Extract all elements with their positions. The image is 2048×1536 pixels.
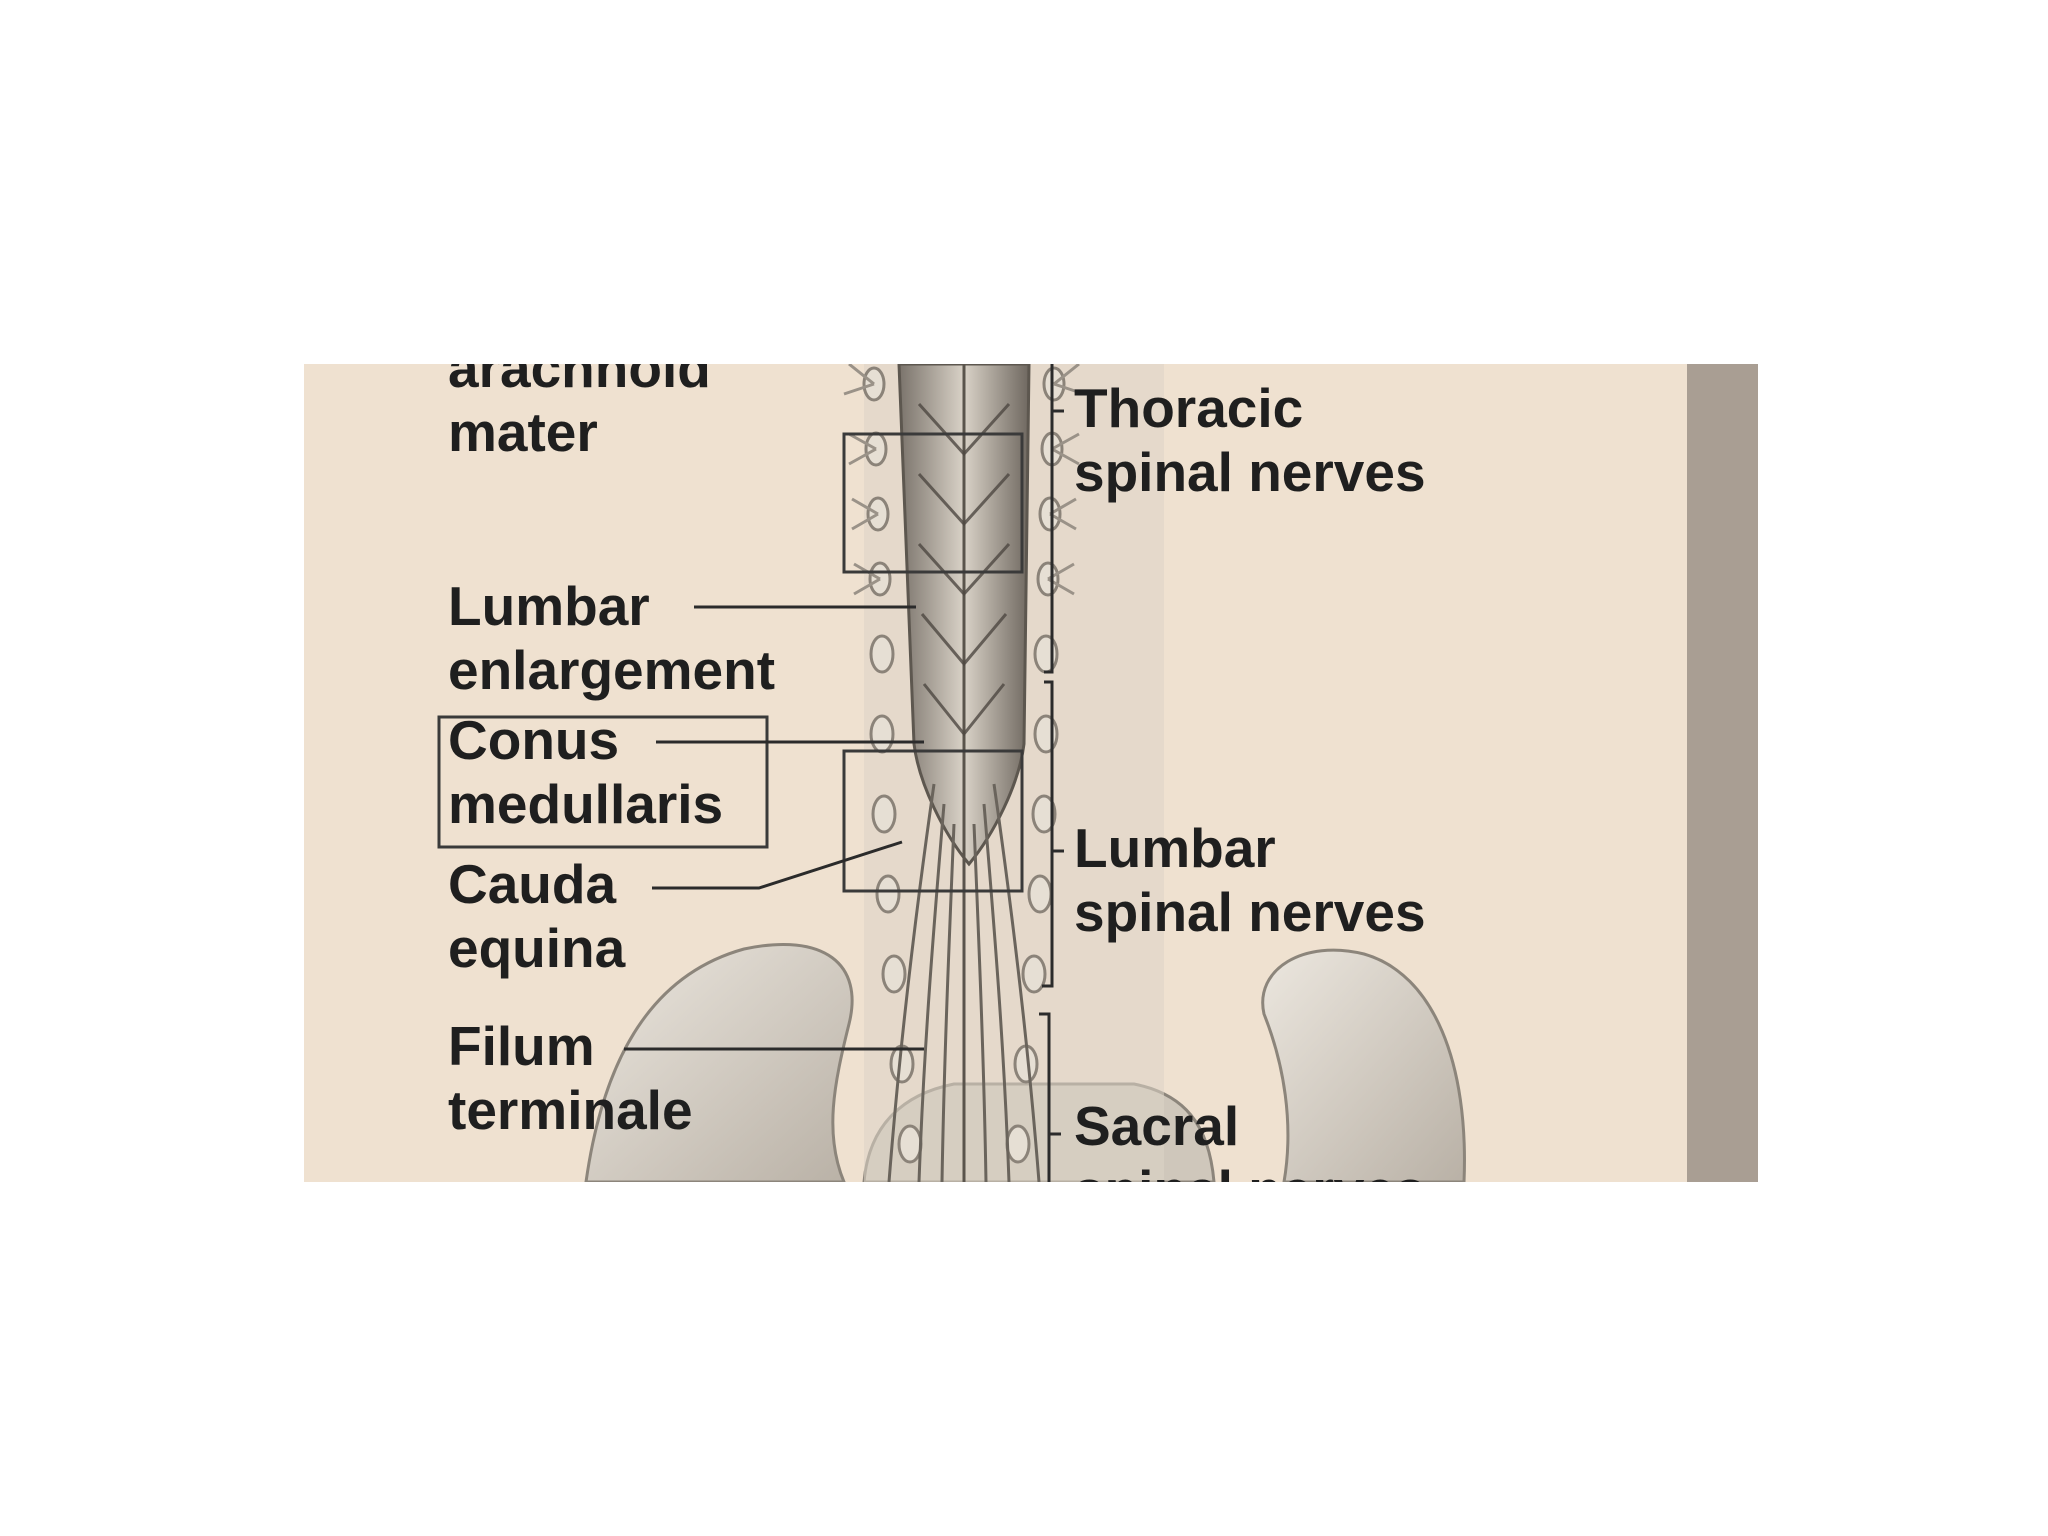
label-lumbar-enlargement: Lumbar enlargement (448, 575, 776, 701)
label-cauda-equina: Cauda equina (448, 853, 626, 979)
right-edge-strip (1687, 364, 1758, 1182)
thoracic-segment-box (842, 432, 1024, 574)
conus-label-box (437, 715, 769, 849)
label-conus-medullaris: Conus medullaris (448, 709, 724, 835)
label-filum-terminale: Filum terminale (448, 1015, 693, 1141)
cord-chevrons (917, 402, 1011, 737)
spinal-cord-illustration (437, 364, 1758, 1182)
label-sacral-spinal-nerves: Sacral spinal nerves (1074, 1095, 1426, 1182)
leader-lines (624, 605, 924, 1051)
left-ilium-bone (584, 943, 854, 1182)
label-arachnoid-mater: arachnoid mater (448, 364, 711, 463)
right-ilium-bone (1261, 948, 1466, 1182)
label-lumbar-spinal-nerves: Lumbar spinal nerves (1074, 817, 1426, 943)
lumbar-segment-box (842, 749, 1024, 893)
label-thoracic-spinal-nerves: Thoracic spinal nerves (1074, 377, 1426, 503)
cauda-equina-fibers (887, 783, 1041, 1182)
anatomy-figure: arachnoid mater Thoracic spinal nerves L… (304, 364, 1758, 1182)
right-bracket (1039, 364, 1064, 1182)
